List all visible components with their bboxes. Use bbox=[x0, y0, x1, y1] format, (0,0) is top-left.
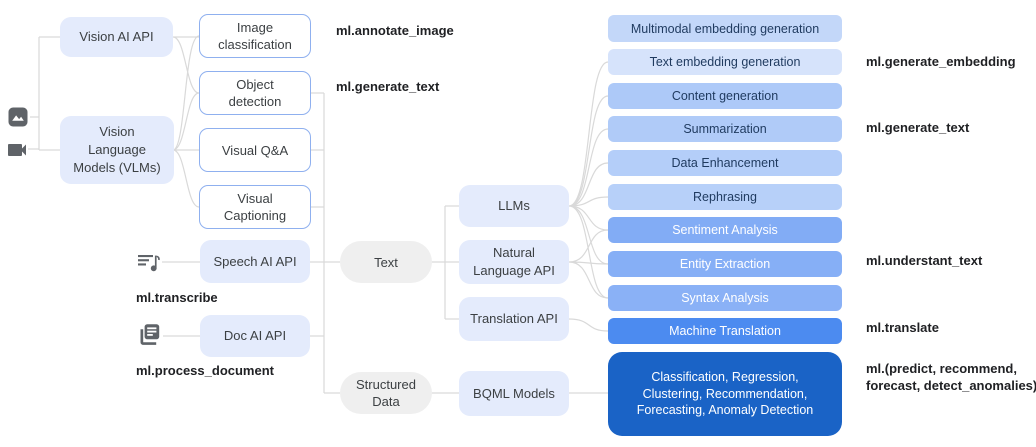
label-ml-generate-embedding: ml.generate_embedding bbox=[866, 54, 1016, 69]
ml-predict-line-1: ml.(predict, recommend, bbox=[866, 361, 1017, 376]
visual-captioning-line-1: Visual bbox=[237, 191, 273, 206]
structured-data-line-1: Structured bbox=[356, 377, 416, 392]
bqml-capabilities-line-2: Clustering, Recommendation, bbox=[642, 386, 808, 401]
capability-machine-translation: Machine Translation bbox=[608, 318, 842, 344]
stage-text: Text bbox=[340, 241, 432, 283]
label-ml-annotate-image: ml.annotate_image bbox=[336, 23, 454, 38]
node-llms: LLMs bbox=[459, 185, 569, 227]
node-object-detection: Object detection bbox=[199, 71, 311, 115]
capability-multimodal-embedding-generation: Multimodal embedding generation bbox=[608, 15, 842, 42]
capability-content-generation: Content generation bbox=[608, 83, 842, 109]
nl-api-fan-lines bbox=[568, 229, 609, 299]
node-speech-ai-api: Speech AI API bbox=[200, 240, 310, 283]
object-detection-line-1: Object bbox=[236, 77, 274, 92]
capability-data-enhancement: Data Enhancement bbox=[608, 150, 842, 176]
ml-predict-line-2: forecast, detect_anomalies) bbox=[866, 377, 1036, 393]
label-ml-generate-text-left: ml.generate_text bbox=[336, 79, 440, 94]
capability-sentiment-analysis: Sentiment Analysis bbox=[608, 217, 842, 243]
label-ml-generate-text-right: ml.generate_text bbox=[866, 120, 970, 135]
node-translation-api: Translation API bbox=[459, 297, 569, 341]
collector-lines bbox=[162, 92, 340, 394]
bqml-capabilities-line-1: Classification, Regression, bbox=[651, 370, 799, 385]
node-natural-language-api: Natural Language API bbox=[459, 240, 569, 284]
node-doc-ai-api: Doc AI API bbox=[200, 315, 310, 357]
node-visual-captioning: Visual Captioning bbox=[199, 185, 311, 229]
capability-summarization: Summarization bbox=[608, 116, 842, 142]
image-icon bbox=[6, 105, 30, 129]
visual-captioning-line-2: Captioning bbox=[223, 208, 287, 223]
vlms-line-1: Vision bbox=[99, 124, 135, 139]
object-detection-line-2: detection bbox=[228, 94, 282, 109]
vlms-line-2: Language bbox=[88, 142, 146, 157]
node-vision-language-models: Vision Language Models (VLMs) bbox=[60, 116, 174, 184]
label-ml-transcribe: ml.transcribe bbox=[136, 290, 218, 305]
llm-fan-lines bbox=[568, 61, 609, 299]
structured-data-line-2: Data bbox=[372, 394, 400, 409]
natural-language-api-line-1: Natural bbox=[493, 245, 535, 260]
input-tree-lines bbox=[28, 36, 60, 151]
text-bracket-lines bbox=[431, 205, 608, 394]
capability-text-embedding-generation: Text embedding generation bbox=[608, 49, 842, 75]
node-bqml-models: BQML Models bbox=[459, 371, 569, 416]
bqml-capabilities-line-3: Forecasting, Anomaly Detection bbox=[636, 403, 814, 418]
node-image-classification: Image classification bbox=[199, 14, 311, 58]
vision-fan-lines bbox=[172, 35, 200, 208]
node-vision-ai-api: Vision AI API bbox=[60, 17, 173, 57]
video-camera-icon bbox=[5, 138, 29, 162]
document-pages-icon bbox=[136, 321, 163, 348]
label-ml-translate: ml.translate bbox=[866, 320, 939, 335]
capability-syntax-analysis: Syntax Analysis bbox=[608, 285, 842, 311]
capability-entity-extraction: Entity Extraction bbox=[608, 251, 842, 277]
capability-rephrasing: Rephrasing bbox=[608, 184, 842, 210]
label-ml-understant-text: ml.understant_text bbox=[866, 253, 983, 268]
stage-structured-data: Structured Data bbox=[340, 372, 432, 414]
label-ml-process-document: ml.process_document bbox=[136, 363, 274, 378]
natural-language-api-line-2: Language API bbox=[473, 263, 555, 278]
image-classification-line-2: classification bbox=[218, 37, 292, 52]
audio-playlist-note-icon bbox=[136, 251, 162, 275]
label-ml-predict-functions: ml.(predict, recommend, forecast, detect… bbox=[866, 361, 1036, 394]
vlms-line-3: Models (VLMs) bbox=[73, 160, 161, 175]
translation-link-line bbox=[568, 318, 609, 332]
node-visual-qa: Visual Q&A bbox=[199, 128, 311, 172]
image-classification-line-1: Image bbox=[236, 20, 274, 35]
capability-bqml-models: Classification, Regression, Clustering, … bbox=[608, 352, 842, 436]
